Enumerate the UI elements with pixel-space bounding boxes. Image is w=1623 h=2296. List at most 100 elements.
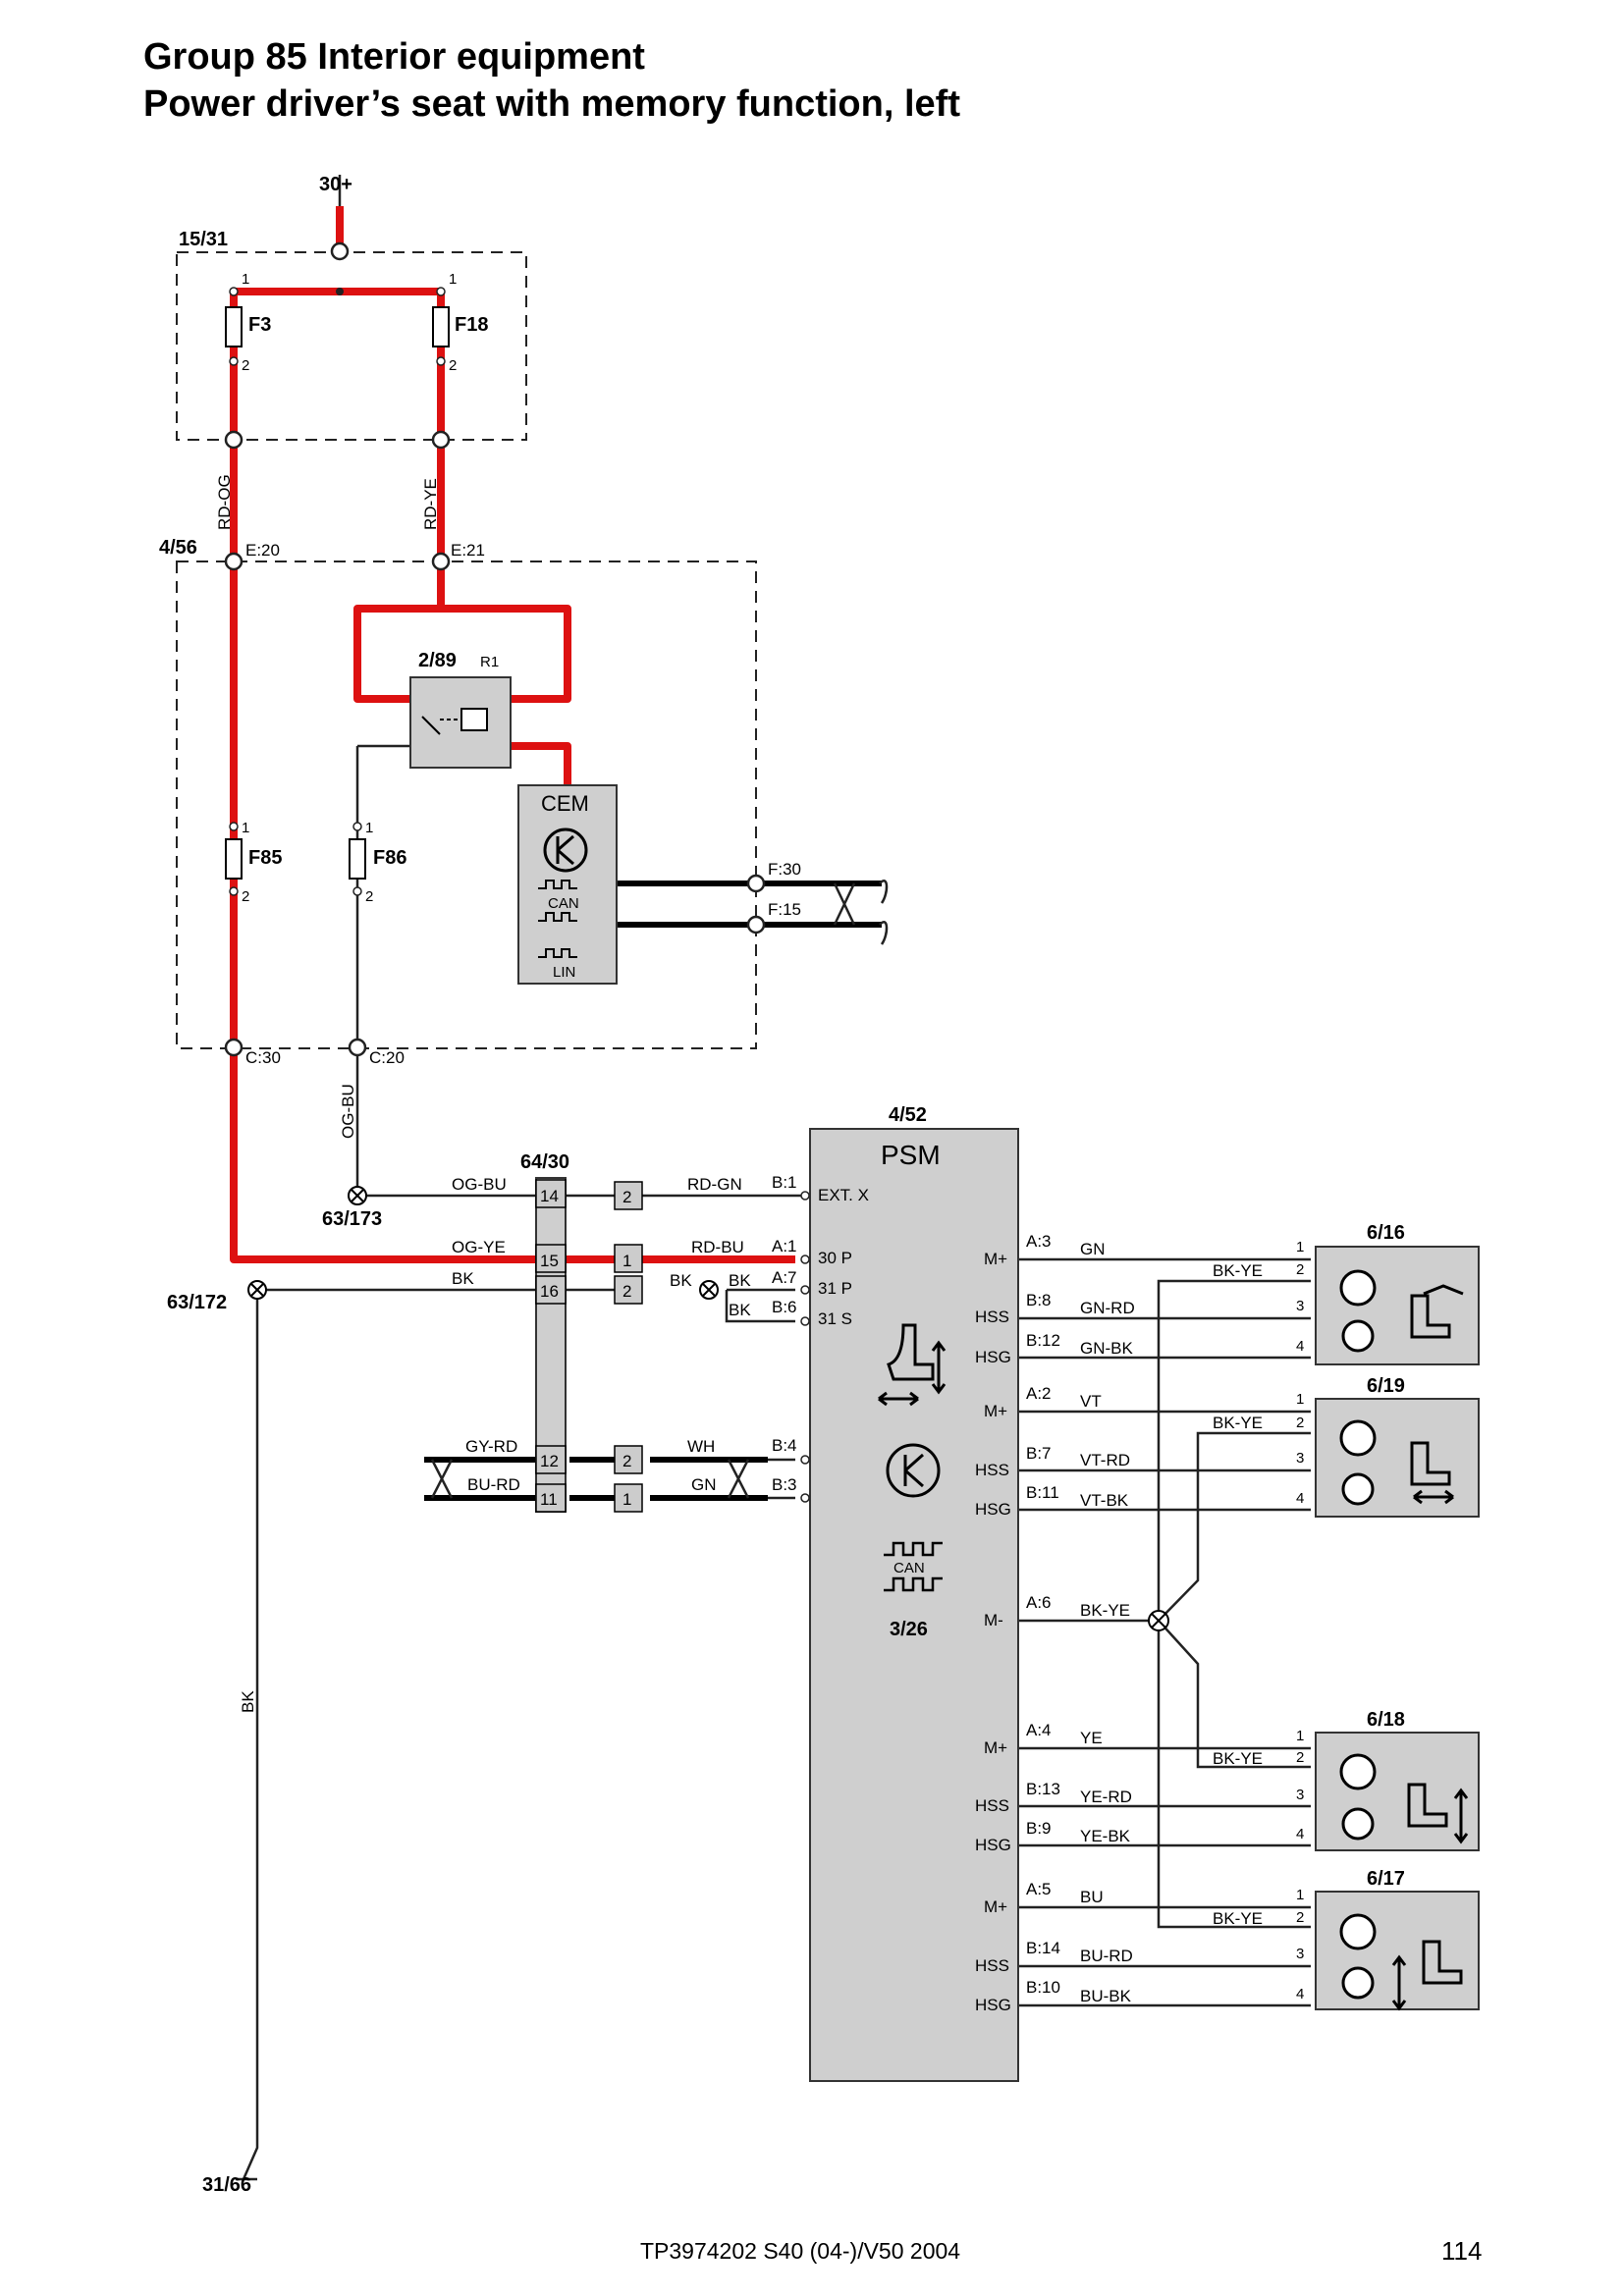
fuse-f3-label: F3 (248, 314, 271, 336)
pin-label: B:1 (772, 1173, 797, 1192)
fuse-box-1531 (176, 251, 527, 441)
wire-label: BK-YE (1213, 1909, 1263, 1928)
wire-label: OG-BU (452, 1175, 507, 1194)
pin-label: 1 (622, 1252, 631, 1270)
pin-label: EXT. X (818, 1186, 869, 1204)
wire-label: VT (1080, 1392, 1102, 1411)
ground-63172-icon (247, 1280, 267, 1300)
pin-label: A:5 (1026, 1880, 1052, 1898)
pin-label: 2 (365, 888, 373, 905)
wire-label: BU-RD (1080, 1947, 1133, 1965)
pin-label: 1 (1296, 1887, 1304, 1903)
cem-module (517, 784, 618, 985)
pin-label: B:9 (1026, 1819, 1052, 1838)
pin-label: B:6 (772, 1298, 797, 1316)
pin-label: 2 (1296, 1415, 1304, 1431)
wire-label: VT-BK (1080, 1491, 1129, 1510)
pin-label: 16 (540, 1282, 559, 1301)
pin-label: M+ (984, 1738, 1007, 1757)
pin-label: HSS (975, 1796, 1009, 1815)
relay-289 (409, 676, 512, 769)
fuse-f86-label: F86 (373, 847, 406, 869)
pin-label: 1 (622, 1490, 631, 1509)
wire-label: BK-YE (1213, 1414, 1263, 1432)
pin-label: 11 (540, 1490, 558, 1509)
fuse-f3 (225, 287, 243, 366)
ground-63172-label: 63/172 (167, 1292, 227, 1313)
box-1531-label: 15/31 (179, 229, 228, 250)
wire-label: BU-BK (1080, 1987, 1132, 2005)
connector-6430-label: 64/30 (520, 1151, 569, 1173)
page-number: 114 (1441, 2236, 1483, 2266)
fuse-f85 (225, 822, 243, 896)
wire-label: RD-YE (421, 478, 440, 530)
pin-label: 1 (365, 820, 373, 836)
pin-label: HSS (975, 1956, 1009, 1975)
wire-label: BK (670, 1271, 692, 1290)
wire-label: YE-BK (1080, 1827, 1131, 1845)
pin-label: C:20 (369, 1048, 405, 1067)
motor-616 (1315, 1246, 1480, 1365)
motor-618 (1315, 1732, 1480, 1851)
cem-can-label: CAN (548, 895, 579, 912)
cem-label: CEM (541, 791, 589, 816)
pin-label: HSG (975, 1836, 1011, 1854)
wire-label: YE-RD (1080, 1788, 1132, 1806)
pin-label: B:10 (1026, 1978, 1060, 1997)
page-subtitle: Power driver’s seat with memory function… (143, 83, 960, 125)
ground-psm-icon (699, 1280, 719, 1300)
pin-label: 2 (622, 1282, 631, 1301)
connector-6430 (535, 1177, 643, 1513)
pin-label: 1 (1296, 1239, 1304, 1255)
pin-label: B:14 (1026, 1939, 1060, 1957)
document-reference: TP3974202 S40 (04-)/V50 2004 (640, 2238, 961, 2264)
pin-label: HSG (975, 1996, 1011, 2014)
ground-3166-label: 31/66 (202, 2174, 251, 2196)
pin-label: HSG (975, 1500, 1011, 1519)
pin-label: F:15 (768, 900, 801, 919)
wire-label: RD-GN (687, 1175, 742, 1194)
wire-label: BK-YE (1213, 1749, 1263, 1768)
page-title: Group 85 Interior equipment (143, 36, 645, 78)
motor-619-label: 6/19 (1367, 1375, 1405, 1397)
pin-label: 1 (242, 820, 249, 836)
pin-label: A:1 (772, 1237, 797, 1255)
pin-label: 2 (1296, 1261, 1304, 1278)
pin-label: B:11 (1026, 1483, 1059, 1502)
relay-r1-label: R1 (480, 654, 499, 670)
motor-619 (1315, 1398, 1480, 1518)
wire-label: GN (1080, 1240, 1106, 1258)
pin-label: HSS (975, 1461, 1009, 1479)
pin-label: 1 (242, 271, 249, 288)
wire-label: YE (1080, 1729, 1103, 1747)
page-header: Group 85 Interior equipment Power driver… (143, 33, 960, 128)
pin-label: 4 (1296, 1490, 1304, 1507)
motor-617 (1315, 1891, 1480, 2011)
pin-label: A:3 (1026, 1232, 1052, 1251)
pin-label: M+ (984, 1250, 1007, 1268)
pin-label: HSG (975, 1348, 1011, 1366)
fuse-f18 (432, 287, 450, 366)
wire-label: WH (687, 1437, 715, 1456)
can-twist-symbols (430, 882, 856, 1499)
wire-color-labels: RD-OG RD-YE OG-BU BK OG-BU OG-YE BK GY-R… (215, 474, 1263, 2005)
pin-label: F:30 (768, 860, 801, 879)
pin-label: 2 (622, 1452, 631, 1470)
motor-618-label: 6/18 (1367, 1709, 1405, 1731)
wire-label: BU-RD (467, 1475, 520, 1494)
pin-label: 1 (1296, 1728, 1304, 1744)
central-electronic-box-456 (176, 561, 757, 1049)
motor-617-label: 6/17 (1367, 1868, 1405, 1890)
pin-label: B:7 (1026, 1444, 1052, 1463)
pin-label: 2 (1296, 1749, 1304, 1766)
pin-label: M+ (984, 1402, 1007, 1420)
pin-label: 31 S (818, 1309, 852, 1328)
pin-label: B:13 (1026, 1780, 1060, 1798)
psm-can-label: CAN (893, 1560, 925, 1576)
splice-bkye-icon (1148, 1610, 1169, 1631)
pin-label: HSS (975, 1308, 1009, 1326)
pin-label: A:4 (1026, 1721, 1052, 1739)
pin-label: 4 (1296, 1986, 1304, 2002)
signal-wiring (236, 175, 1311, 2181)
